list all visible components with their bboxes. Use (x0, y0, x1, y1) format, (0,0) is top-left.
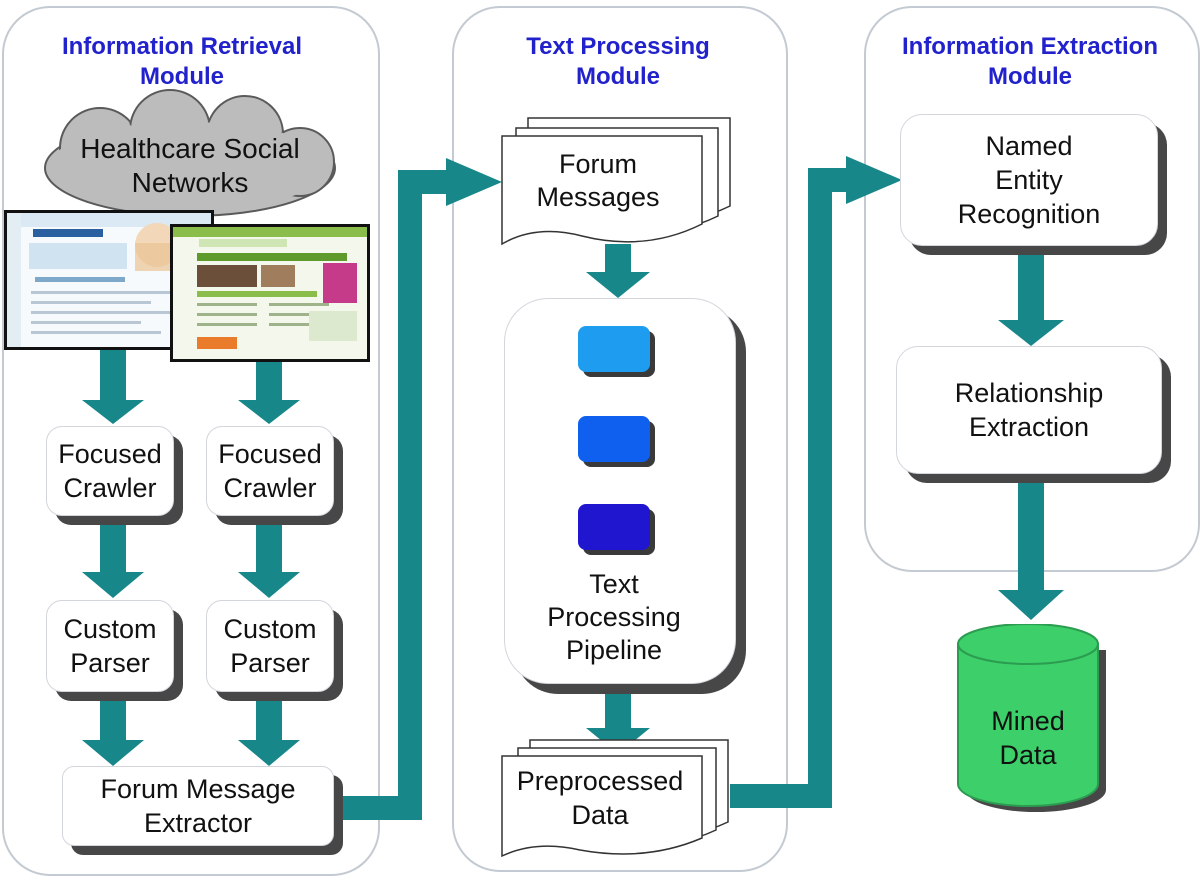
text-processing-pipeline-label: Text Processing Pipeline (547, 569, 681, 665)
named-entity-recognition-box: Named Entity Recognition (900, 114, 1158, 246)
information-extraction-title: Information Extraction Module (901, 33, 1159, 90)
pipeline-step-3 (578, 504, 650, 550)
relationship-extraction-box: Relationship Extraction (896, 346, 1162, 474)
information-retrieval-title: Information Retrieval Module (61, 33, 303, 90)
forum-messages-document-icon (501, 117, 731, 246)
database-icon (957, 624, 1106, 812)
focused-crawler-box: Focused Crawler (46, 426, 174, 516)
pipeline-step-1 (578, 326, 650, 372)
preprocessed-data-document-icon (501, 739, 729, 858)
custom-parser-box: Custom Parser (46, 600, 174, 692)
custom-parser-box: Custom Parser (206, 600, 334, 692)
pipeline-step-2 (578, 416, 650, 462)
healthcare-social-networks-label: Healthcare Social Networks (80, 133, 300, 198)
preprocessed-data-label: Preprocessed Data (516, 766, 684, 830)
website-screenshot-image (170, 224, 370, 362)
forum-messages-label: Forum Messages (536, 149, 660, 212)
cloud-icon (44, 89, 336, 217)
forum-message-extractor-box: Forum Message Extractor (62, 766, 334, 846)
focused-crawler-box: Focused Crawler (206, 426, 334, 516)
mined-data-label: Mined Data (991, 706, 1065, 770)
text-processing-title: Text Processing Module (526, 33, 710, 90)
